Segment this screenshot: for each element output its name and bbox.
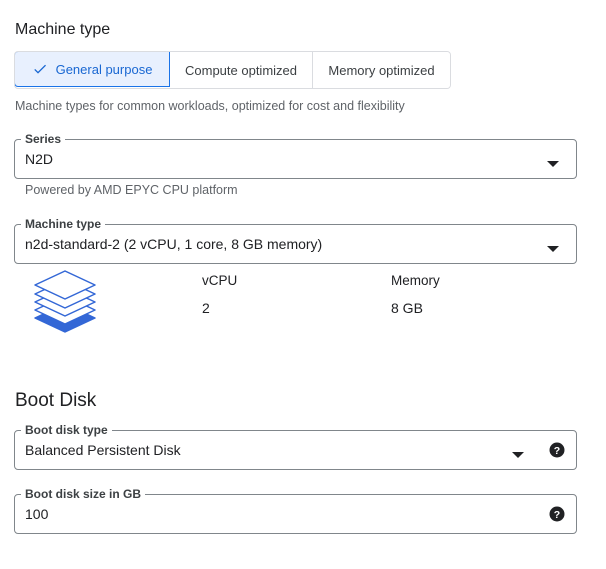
segment-compute-optimized[interactable]: Compute optimized [170,52,313,88]
boot-disk-size-label: Boot disk size in GB [21,486,146,502]
series-value: N2D [25,151,54,167]
machine-type-select[interactable]: Machine type n2d-standard-2 (2 vCPU, 1 c… [14,216,577,264]
series-label: Series [21,131,66,147]
svg-text:?: ? [554,509,560,521]
memory-value: 8 GB [391,300,423,316]
help-icon[interactable]: ? [548,441,566,459]
memory-label: Memory [391,273,440,288]
machine-type-value: n2d-standard-2 (2 vCPU, 1 core, 8 GB mem… [25,236,323,252]
vcpu-label: vCPU [202,273,238,288]
segment-label: General purpose [55,61,153,77]
segment-label: Memory optimized [328,62,435,78]
boot-disk-size-value[interactable]: 100 [25,506,49,522]
svg-text:?: ? [554,445,560,457]
layers-stack-icon [32,268,98,338]
series-helper-text: Powered by AMD EPYC CPU platform [25,183,238,197]
help-icon[interactable]: ? [548,505,566,523]
arrow-drop-down-icon [547,240,559,252]
boot-disk-type-select[interactable]: Boot disk type Balanced Persistent Disk … [14,422,577,470]
series-select[interactable]: Series N2D [14,131,577,179]
check-icon [32,61,48,77]
machine-type-heading: Machine type [15,21,111,38]
machine-type-label: Machine type [21,216,106,232]
segment-memory-optimized[interactable]: Memory optimized [313,52,450,88]
boot-disk-heading: Boot Disk [15,390,97,411]
machine-family-segmented-control: General purpose Compute optimized Memory… [14,51,451,89]
boot-disk-type-value: Balanced Persistent Disk [25,442,181,458]
segment-label: Compute optimized [185,62,297,78]
machine-type-description: Machine types for common workloads, opti… [15,99,405,113]
arrow-drop-down-icon [547,155,559,167]
boot-disk-size-input[interactable]: Boot disk size in GB 100 ? [14,486,577,534]
vcpu-value: 2 [202,300,210,316]
arrow-drop-down-icon [512,446,524,458]
segment-general-purpose[interactable]: General purpose [15,52,170,87]
boot-disk-type-label: Boot disk type [21,422,112,438]
